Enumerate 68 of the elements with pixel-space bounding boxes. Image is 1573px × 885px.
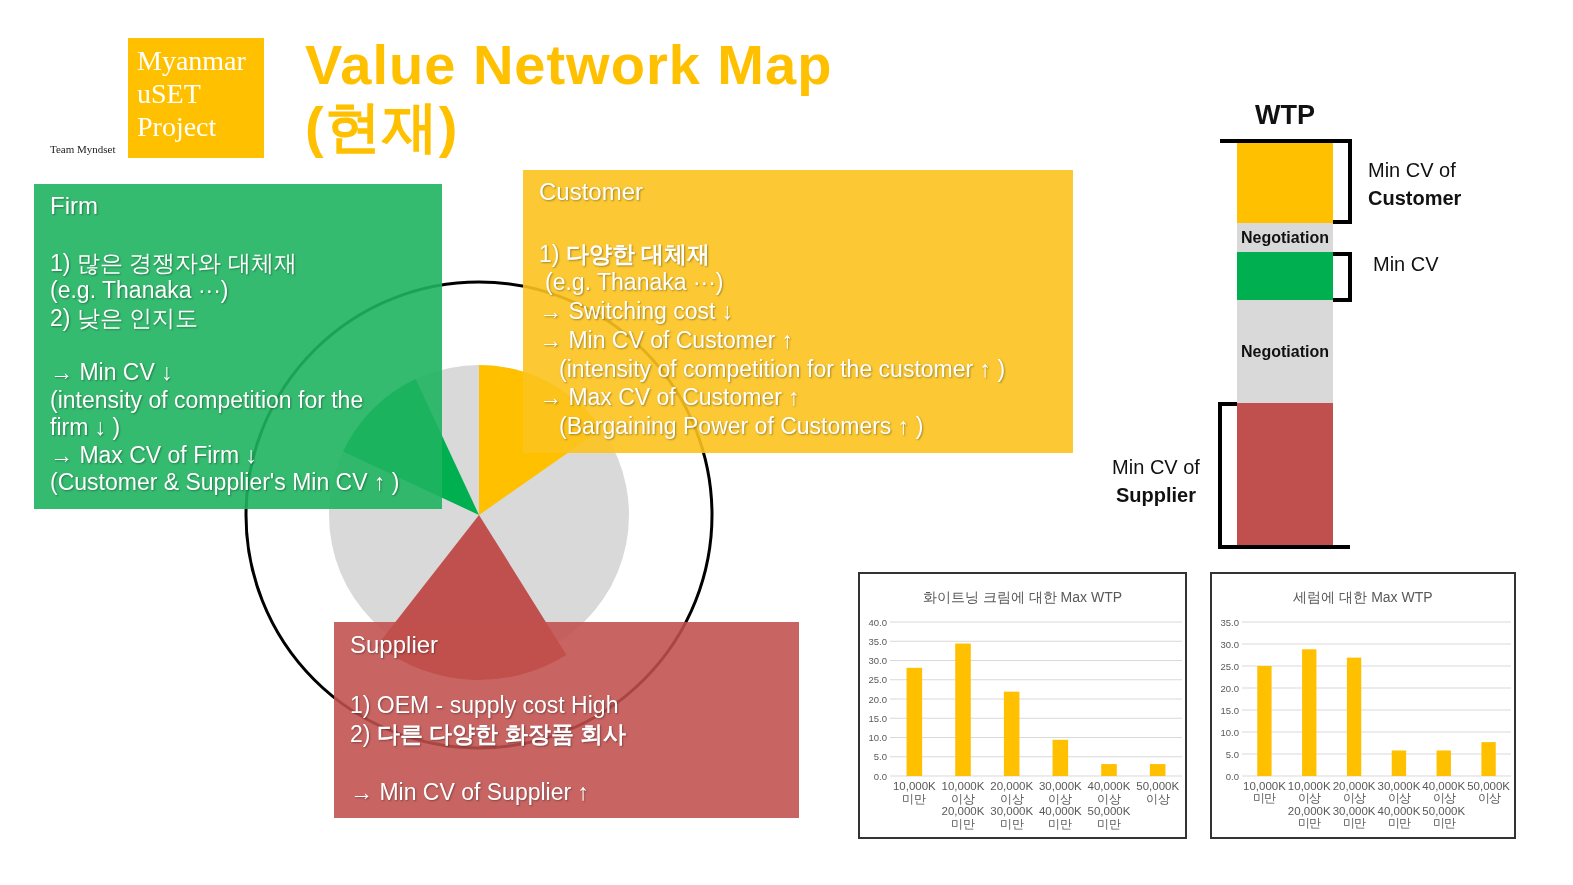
category-label: 10,000K 이상 20,000K 미만 bbox=[1287, 780, 1331, 830]
stack-segment bbox=[1237, 252, 1333, 300]
panel-heading: Supplier bbox=[350, 630, 439, 659]
team-name: Team Myndset bbox=[50, 143, 116, 155]
category-label: 50,000K 이상 bbox=[1136, 780, 1180, 805]
axis-tick-label: 5.0 bbox=[1225, 748, 1239, 760]
panel-heading: Customer bbox=[539, 178, 644, 207]
axis-tick-label: 25.0 bbox=[868, 674, 887, 686]
panel-text: (e.g. Thanaka ···) bbox=[545, 268, 724, 298]
axis-tick-label: 35.0 bbox=[1220, 616, 1239, 628]
category-label: 40,000K 이상 50,000K 미만 bbox=[1087, 780, 1131, 830]
axis-tick-label: 25.0 bbox=[1220, 660, 1239, 672]
axis-tick-label: 0.0 bbox=[873, 770, 887, 782]
axis-tick-label: 20.0 bbox=[1220, 682, 1239, 694]
page-title: Value Network Map (현재) bbox=[305, 34, 834, 158]
panel-text: → Min CV of Customer ↑ bbox=[539, 325, 794, 355]
project-card bbox=[128, 38, 264, 158]
axis-tick-label: 10.0 bbox=[868, 732, 887, 743]
axis-tick-label: 5.0 bbox=[873, 751, 887, 763]
stack-segment bbox=[1237, 223, 1333, 252]
panel-text: (e.g. Thanaka ···) bbox=[50, 277, 229, 305]
category-label: 50,000K 이상 bbox=[1467, 780, 1510, 805]
stack-segment bbox=[1237, 143, 1333, 223]
panel-text: (Customer & Supplier's Min CV ↑ ) bbox=[50, 469, 400, 497]
category-label: 40,000K 이상 50,000K 미만 bbox=[1422, 780, 1466, 830]
axis-tick-label: 30.0 bbox=[1220, 638, 1239, 650]
axis-tick-label: 35.0 bbox=[868, 635, 887, 647]
segment-label: Negotiation bbox=[1241, 342, 1329, 361]
panel-text: → Max CV of Firm ↓ bbox=[50, 441, 257, 469]
category-label: 20,000K 이상 30,000K 미만 bbox=[1332, 780, 1376, 830]
panel-text: → Switching cost ↓ bbox=[539, 297, 734, 326]
panel-text: → Min CV of Supplier ↑ bbox=[350, 778, 590, 807]
category-label: 20,000K 이상 30,000K 미만 bbox=[990, 780, 1034, 830]
bracket-label: Min CV of Supplier bbox=[1111, 455, 1201, 508]
category-label: 30,000K 이상 40,000K 미만 bbox=[1377, 780, 1421, 830]
axis-tick-label: 0.0 bbox=[1225, 770, 1239, 782]
info-panel bbox=[523, 170, 1073, 453]
panel-text: 1) 다양한 대체재 bbox=[539, 239, 711, 269]
axis-tick-label: 30.0 bbox=[868, 655, 887, 666]
info-panel bbox=[34, 184, 442, 509]
axis-tick-label: 20.0 bbox=[868, 693, 887, 705]
panel-text: 1) 많은 경쟁자와 대체재 bbox=[50, 249, 297, 277]
stack-heading: WTP bbox=[1255, 100, 1315, 131]
panel-text: → Min CV ↓ bbox=[50, 359, 173, 387]
panel-text: 1) OEM - supply cost High bbox=[350, 691, 619, 720]
category-label: 10,000K 미만 bbox=[1243, 780, 1286, 805]
bracket-label: Min CV of Customer bbox=[1368, 158, 1463, 211]
panel-text: (intensity of competition for the customer ↑ ) bbox=[559, 354, 1006, 384]
panel-heading: Firm bbox=[50, 192, 98, 220]
panel-text: → Max CV of Customer ↑ bbox=[539, 383, 800, 412]
axis-tick-label: 15.0 bbox=[1220, 704, 1239, 716]
category-label: 30,000K 이상 40,000K 미만 bbox=[1038, 780, 1082, 830]
chart-title: 세럼에 대한 Max WTP bbox=[1293, 589, 1433, 605]
chart-title: 화이트닝 크림에 대한 Max WTP bbox=[922, 589, 1123, 605]
panel-text: 2) 다른 다양한 화장품 회사 bbox=[350, 720, 626, 749]
category-label: 10,000K 미만 bbox=[892, 780, 936, 805]
segment-label: Negotiation bbox=[1241, 228, 1329, 247]
axis-tick-label: 40.0 bbox=[868, 616, 887, 628]
stack-segment bbox=[1237, 300, 1333, 403]
bracket-label: Min CV bbox=[1373, 252, 1440, 277]
axis-tick-label: 10.0 bbox=[1220, 726, 1239, 738]
panel-text: 2) 낮은 인지도 bbox=[50, 304, 199, 332]
panel-text: (intensity of competition for the firm ↓ ) bbox=[50, 386, 365, 442]
axis-tick-label: 15.0 bbox=[868, 712, 887, 724]
category-label: 10,000K 이상 20,000K 미만 bbox=[941, 780, 985, 830]
stack-segment bbox=[1237, 403, 1333, 546]
project-name: Myanmar uSET Project bbox=[137, 44, 247, 143]
panel-text: (Bargaining Power of Customers ↑ ) bbox=[559, 411, 924, 441]
